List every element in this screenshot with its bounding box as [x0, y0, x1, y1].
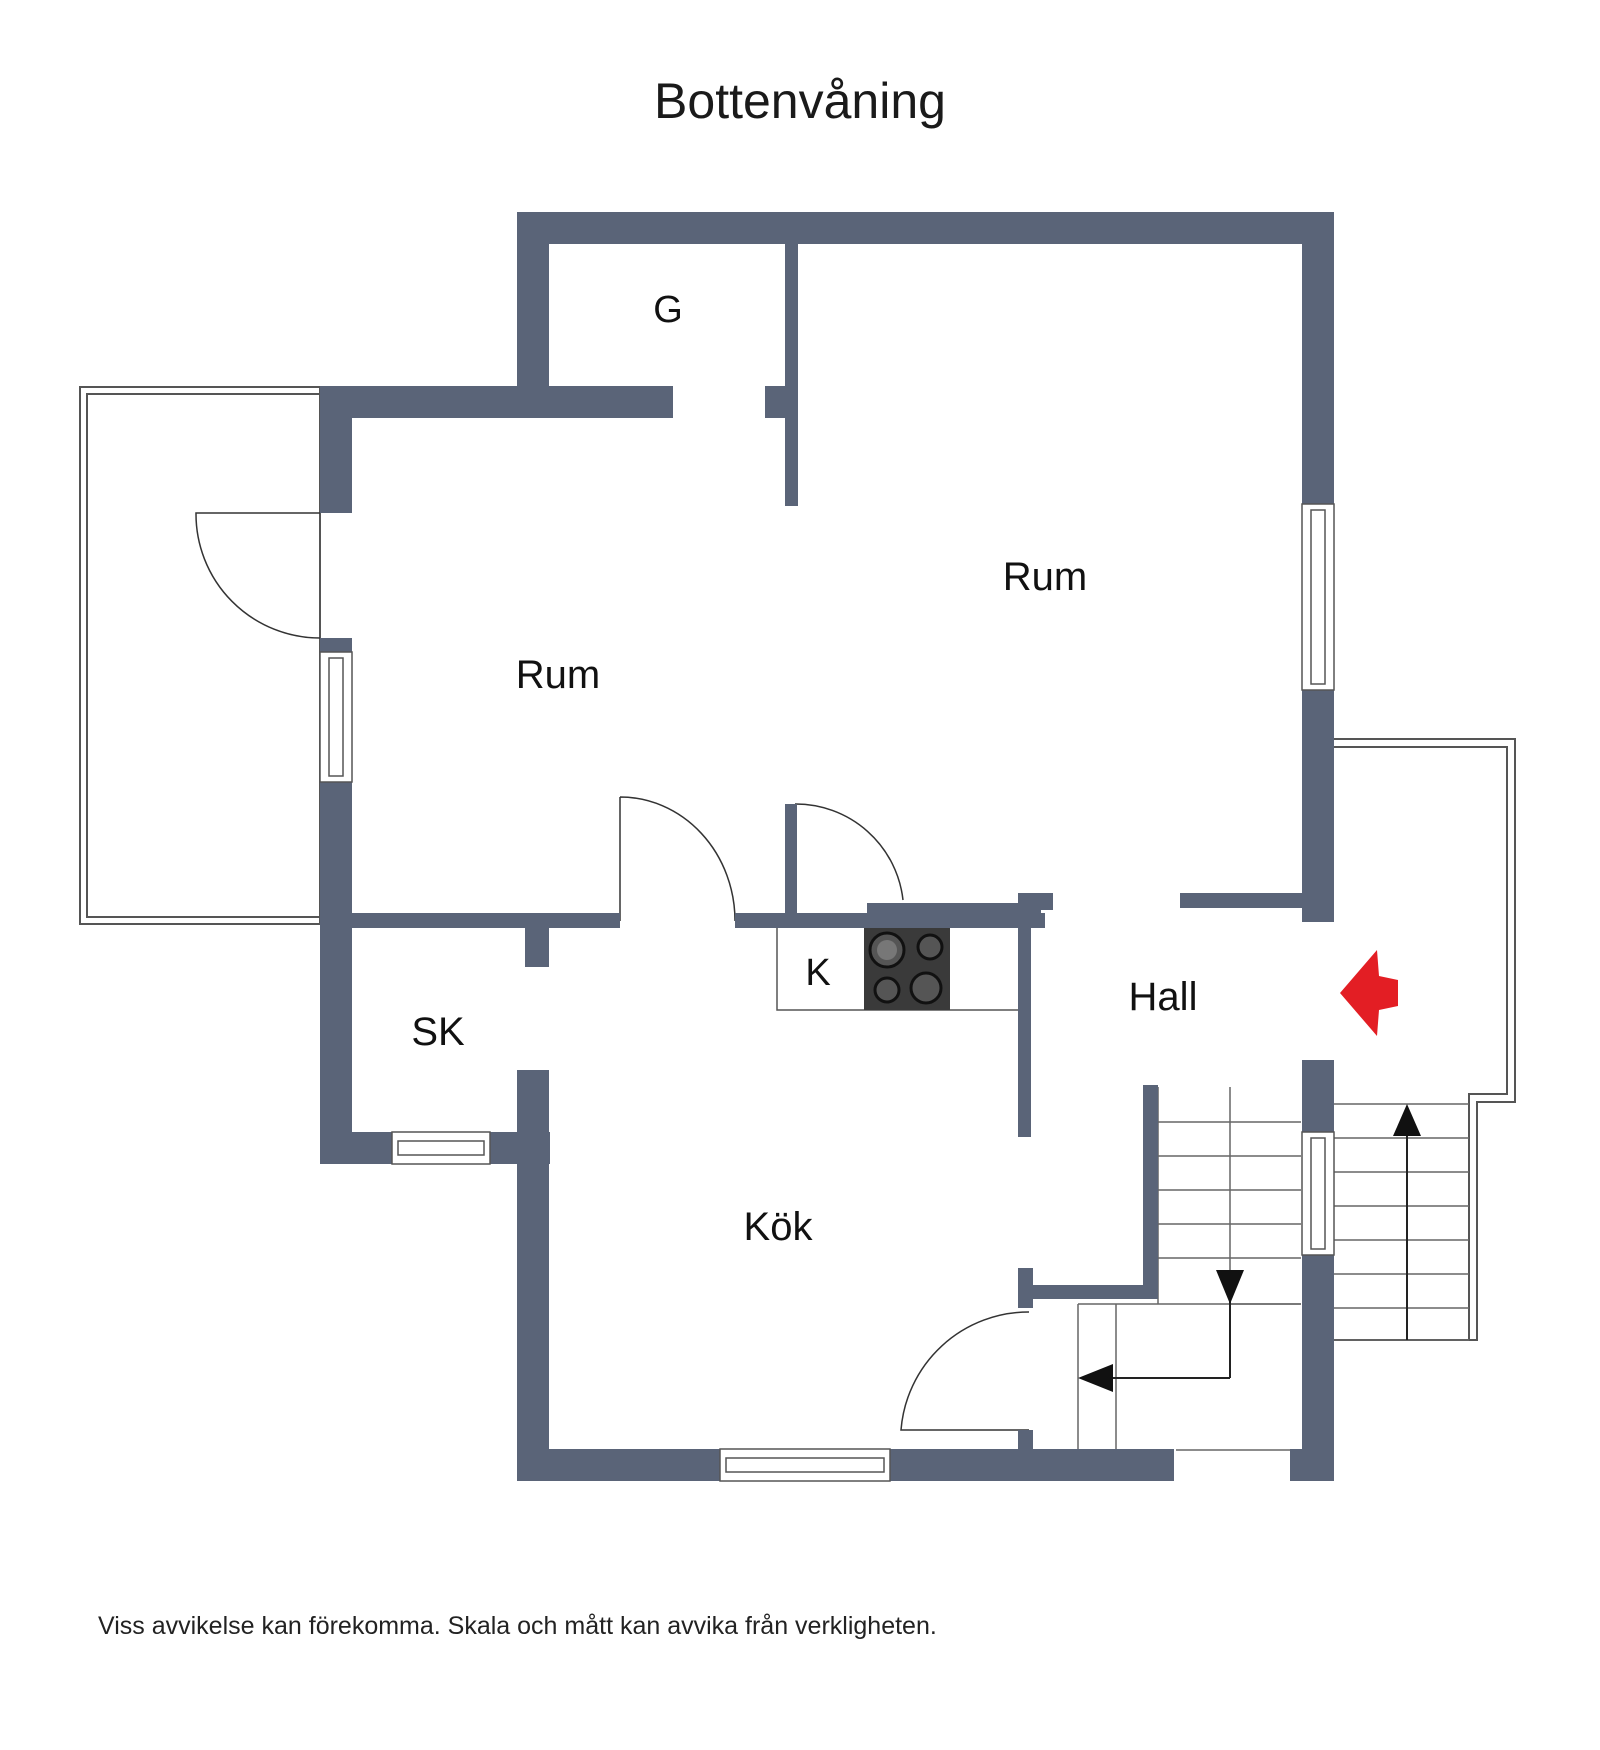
interior-stairs — [1077, 1087, 1301, 1451]
door-swings — [195, 512, 1030, 1431]
disclaimer-text: Viss avvikelse kan förekomma. Skala och … — [98, 1612, 937, 1640]
stairs-left-arrow-icon — [1078, 1364, 1113, 1392]
porch-stairs — [1333, 1103, 1469, 1341]
floor-title: Bottenvåning — [654, 73, 946, 129]
room-label-hall: Hall — [1129, 975, 1198, 1019]
room-label-kok: Kök — [744, 1205, 814, 1249]
room-label-rum-left: Rum — [516, 653, 600, 697]
stairs-up-arrow-icon — [1393, 1104, 1421, 1136]
room-label-sk: SK — [411, 1010, 465, 1054]
room-label-g: G — [653, 289, 683, 331]
walls — [320, 212, 1334, 1481]
left-balcony — [79, 386, 321, 925]
stove-icon — [864, 928, 950, 1010]
room-label-k: K — [805, 952, 830, 994]
right-porch — [1333, 738, 1516, 1341]
room-label-rum-right: Rum — [1003, 555, 1087, 599]
entrance-arrow-icon — [1340, 950, 1398, 1036]
windows — [319, 503, 1335, 1482]
stairs-down-arrow-icon — [1216, 1270, 1244, 1304]
